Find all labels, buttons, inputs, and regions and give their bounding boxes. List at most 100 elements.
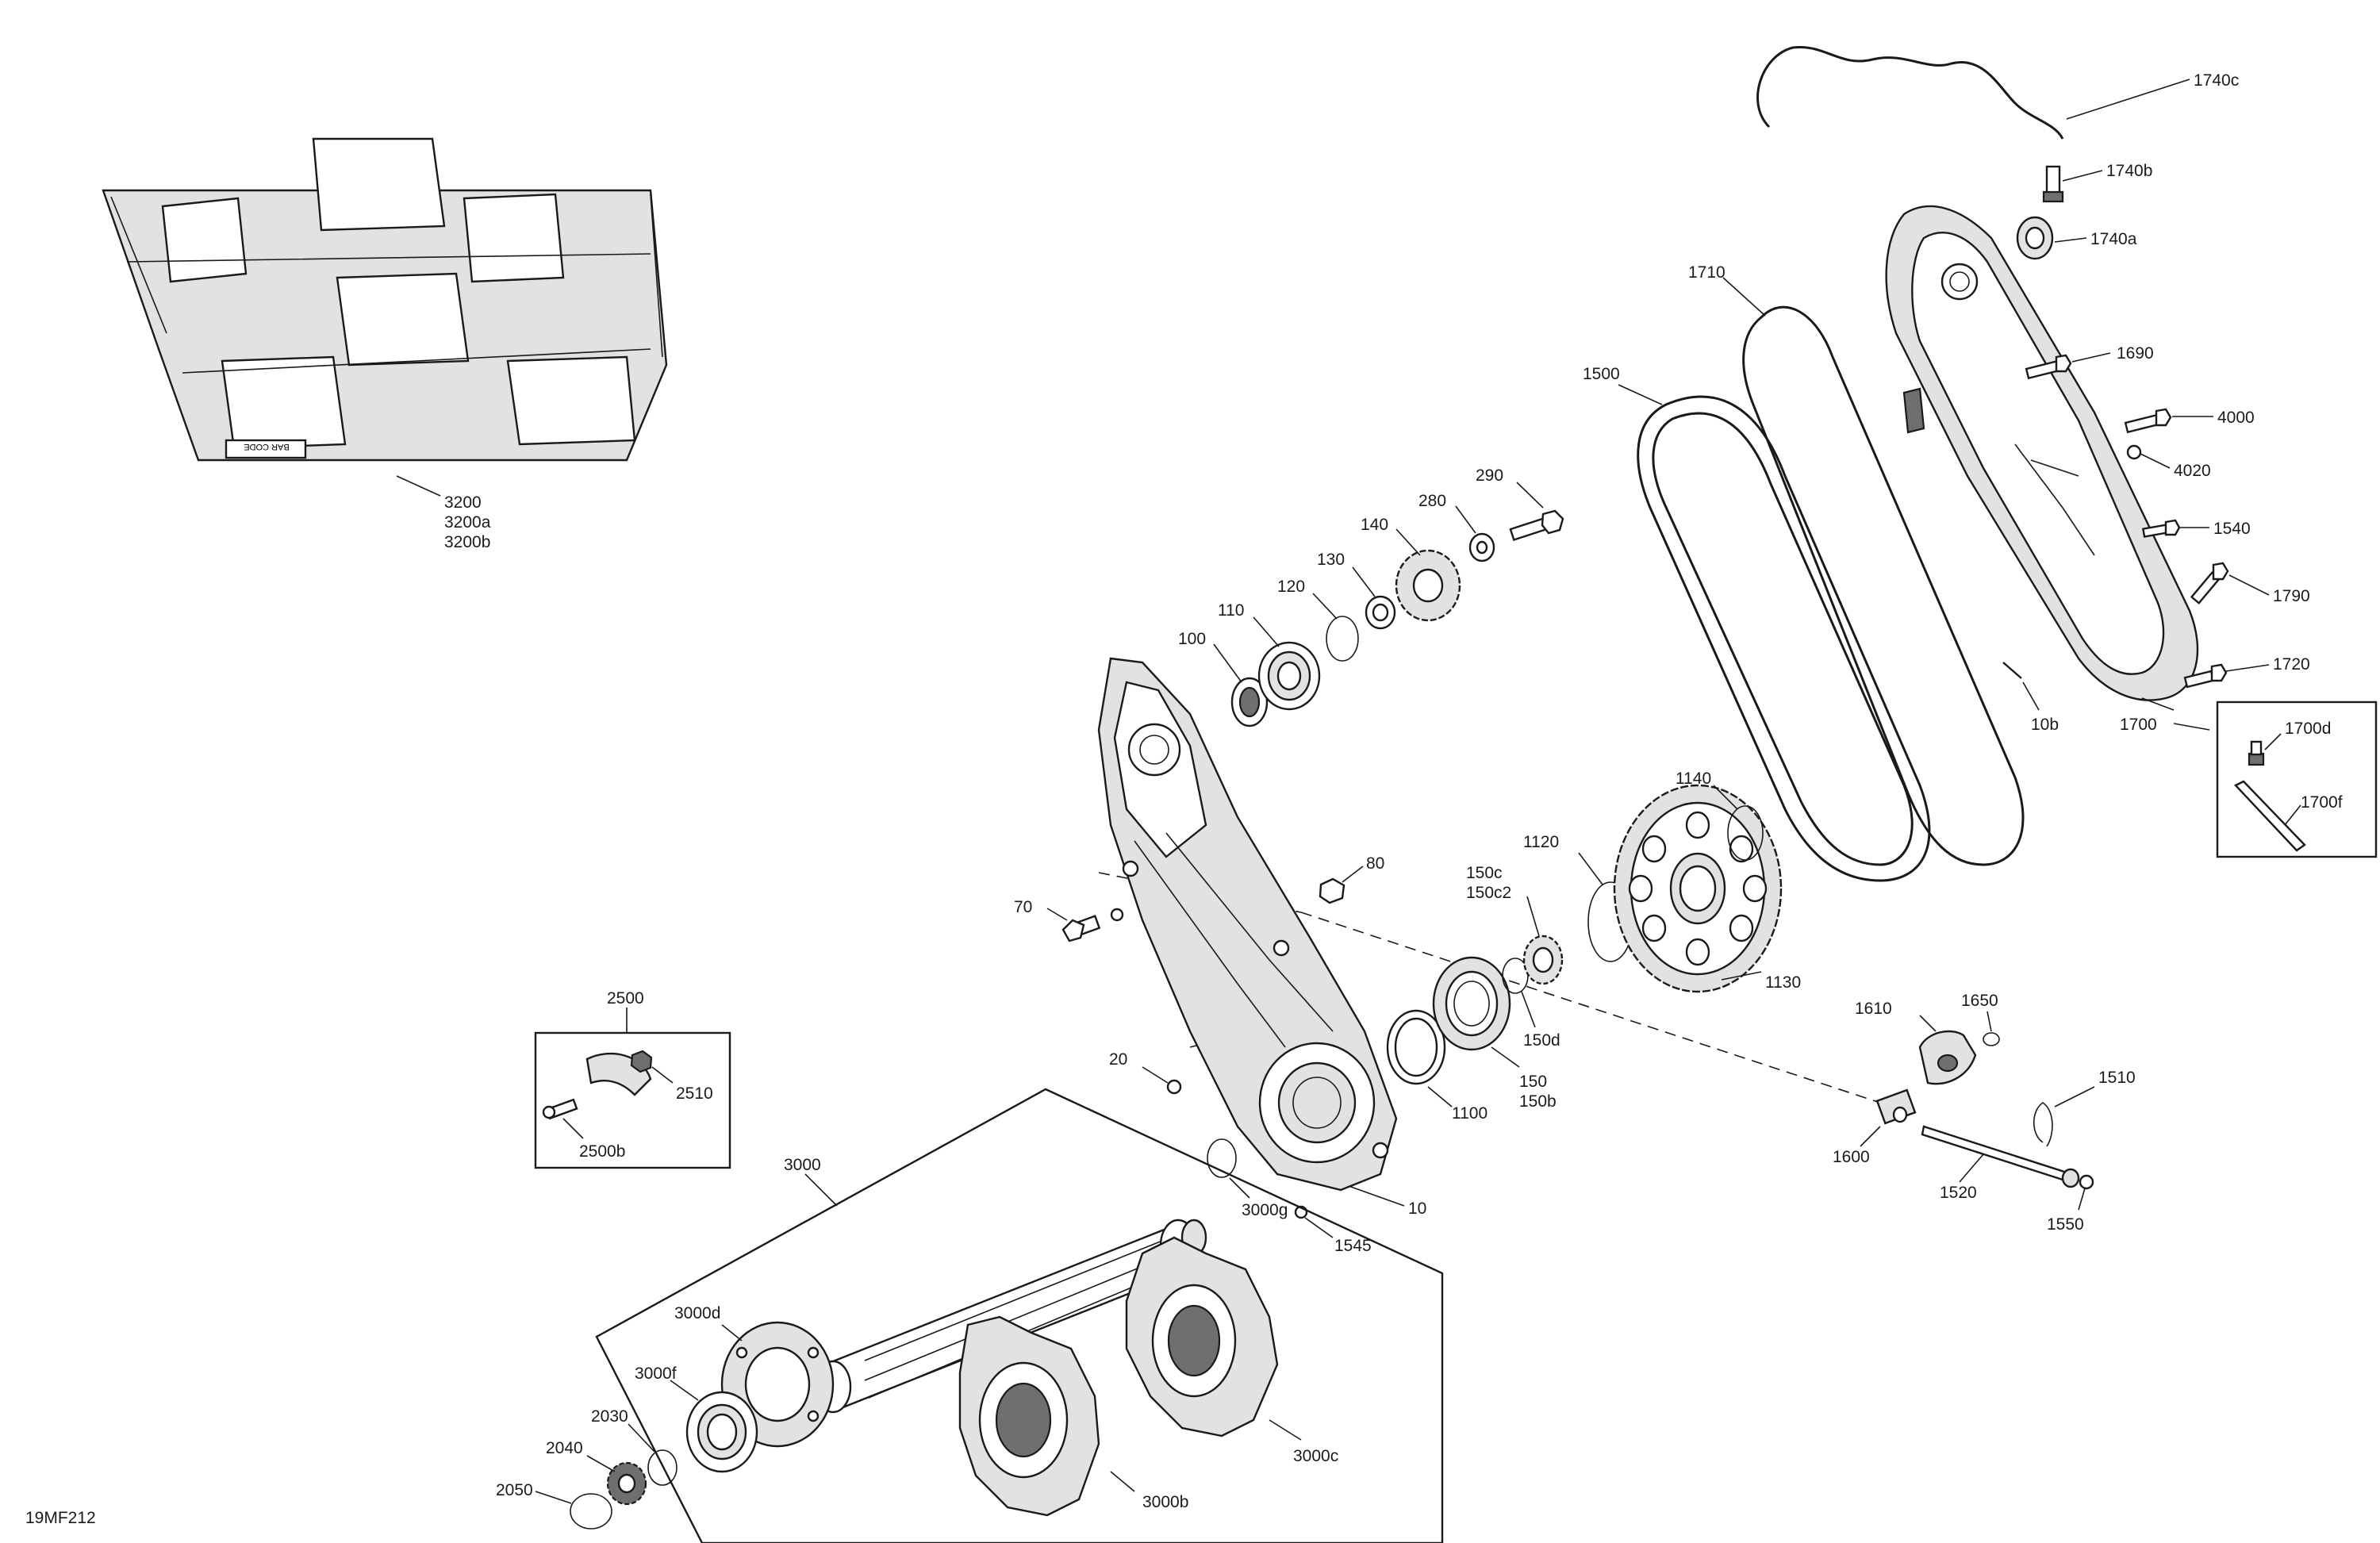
label-1790: 1790 xyxy=(2273,587,2310,605)
sprocket-1130 xyxy=(1613,784,1783,993)
oil-line-1740c xyxy=(1756,45,2064,140)
label-150c2: 150c2 xyxy=(1466,884,1511,902)
bolt-290 xyxy=(1509,509,1564,541)
label-150d: 150d xyxy=(1523,1031,1560,1050)
circlip-3000g xyxy=(1207,1138,1237,1178)
bolt-1690 xyxy=(2025,354,2072,380)
label-3000g: 3000g xyxy=(1242,1201,1288,1219)
label-1500: 1500 xyxy=(1583,365,1620,383)
label-1600: 1600 xyxy=(1833,1148,1870,1166)
label-3000: 3000 xyxy=(784,1156,821,1174)
label-1120: 1120 xyxy=(1523,833,1559,851)
label-1510: 1510 xyxy=(2098,1069,2136,1087)
hose-1700f xyxy=(2234,780,2306,852)
label-1610: 1610 xyxy=(1855,1000,1892,1018)
nut-2510 xyxy=(630,1050,653,1073)
seal-1100 xyxy=(1386,1009,1446,1085)
spacer-130 xyxy=(1365,595,1396,630)
label-4020: 4020 xyxy=(2174,462,2211,480)
bolt-70 xyxy=(1061,915,1101,942)
label-3000c: 3000c xyxy=(1293,1447,1338,1465)
label-100: 100 xyxy=(1178,630,1206,648)
label-1740b: 1740b xyxy=(2106,162,2152,180)
bearing-3000f xyxy=(685,1391,758,1473)
label-1520: 1520 xyxy=(1940,1184,1977,1202)
fitting-1700d xyxy=(2248,740,2265,766)
gear-2040 xyxy=(606,1461,647,1506)
label-120: 120 xyxy=(1277,578,1305,596)
retaining-ring-1550 xyxy=(2079,1174,2094,1190)
sprocket-140 xyxy=(1395,549,1461,622)
label-2030: 2030 xyxy=(591,1407,628,1426)
label-2040: 2040 xyxy=(546,1439,583,1457)
seal-100 xyxy=(1230,677,1269,727)
label-1100: 1100 xyxy=(1452,1104,1488,1123)
callout-box-1700 xyxy=(2216,700,2378,858)
label-290: 290 xyxy=(1476,466,1503,485)
assembly-axis-2 xyxy=(1300,912,1881,1104)
label-4000: 4000 xyxy=(2217,409,2255,427)
callout-box-2500 xyxy=(534,1031,731,1169)
label-280: 280 xyxy=(1418,492,1446,510)
tensioner-shoe-1610 xyxy=(1918,1030,1977,1085)
bearing-110 xyxy=(1257,641,1321,711)
circlip-120 xyxy=(1326,616,1359,662)
label-110: 110 xyxy=(1218,601,1244,620)
circlip-2030 xyxy=(647,1449,678,1486)
screw-20 xyxy=(1166,1079,1182,1095)
gear-150c xyxy=(1522,935,1564,985)
cotter-pin-1510 xyxy=(2033,1102,2053,1147)
label-2500: 2500 xyxy=(607,989,644,1008)
label-3000d: 3000d xyxy=(674,1304,720,1322)
label-1720: 1720 xyxy=(2273,655,2310,674)
drive-sprocket-3000c xyxy=(1125,1236,1279,1437)
label-1650: 1650 xyxy=(1961,992,1998,1010)
label-1700: 1700 xyxy=(2120,716,2157,734)
label-2050: 2050 xyxy=(496,1481,533,1499)
bolt-1540 xyxy=(2141,519,2181,538)
label-1710: 1710 xyxy=(1688,263,1726,282)
label-140: 140 xyxy=(1361,516,1388,534)
label-3200a: 3200a xyxy=(444,513,491,532)
chain-1500 xyxy=(1637,395,1931,882)
label-70: 70 xyxy=(1014,898,1032,916)
label-3200: 3200 xyxy=(444,493,482,512)
label-130: 130 xyxy=(1317,551,1345,569)
bar-code-text: BAR CODE xyxy=(244,442,289,451)
label-150: 150 xyxy=(1519,1073,1547,1091)
label-2500b: 2500b xyxy=(579,1142,625,1161)
label-2510: 2510 xyxy=(676,1084,713,1103)
bolt-4000 xyxy=(2124,408,2172,434)
washer-280 xyxy=(1468,532,1495,562)
label-150b: 150b xyxy=(1519,1092,1557,1111)
label-3000f: 3000f xyxy=(635,1365,677,1383)
chaincase-cover-1700 xyxy=(1885,205,2199,701)
circlip-150d xyxy=(1502,958,1529,994)
circlip-2050 xyxy=(570,1493,612,1530)
label-10: 10 xyxy=(1408,1199,1426,1218)
label-1700f: 1700f xyxy=(2301,793,2343,812)
gasket-1710 xyxy=(1742,305,2025,866)
figure-code: 19MF212 xyxy=(25,1509,96,1527)
label-150c: 150c xyxy=(1466,864,1503,882)
fitting-1740b xyxy=(2042,165,2064,203)
bearing-150 xyxy=(1432,956,1511,1051)
label-80: 80 xyxy=(1366,854,1384,873)
callout-region-3000 xyxy=(595,1088,1444,1543)
label-1690: 1690 xyxy=(2117,344,2154,363)
washer-4020 xyxy=(2126,444,2142,460)
label-1740c: 1740c xyxy=(2194,71,2239,90)
label-10b: 10b xyxy=(2031,716,2059,734)
nut-80 xyxy=(1319,877,1345,904)
pin-10b xyxy=(2002,662,2022,679)
sensor-1740a xyxy=(2016,216,2054,260)
washer-70 xyxy=(1110,908,1124,922)
label-1740a: 1740a xyxy=(2090,230,2137,248)
label-1130: 1130 xyxy=(1765,973,1801,992)
chaincase-housing xyxy=(1097,657,1398,1192)
circlip-1140 xyxy=(1727,805,1764,861)
track-segment: BAR CODE xyxy=(102,137,668,462)
label-3000b: 3000b xyxy=(1142,1493,1188,1511)
label-20: 20 xyxy=(1109,1050,1127,1069)
label-1700d: 1700d xyxy=(2285,720,2331,738)
